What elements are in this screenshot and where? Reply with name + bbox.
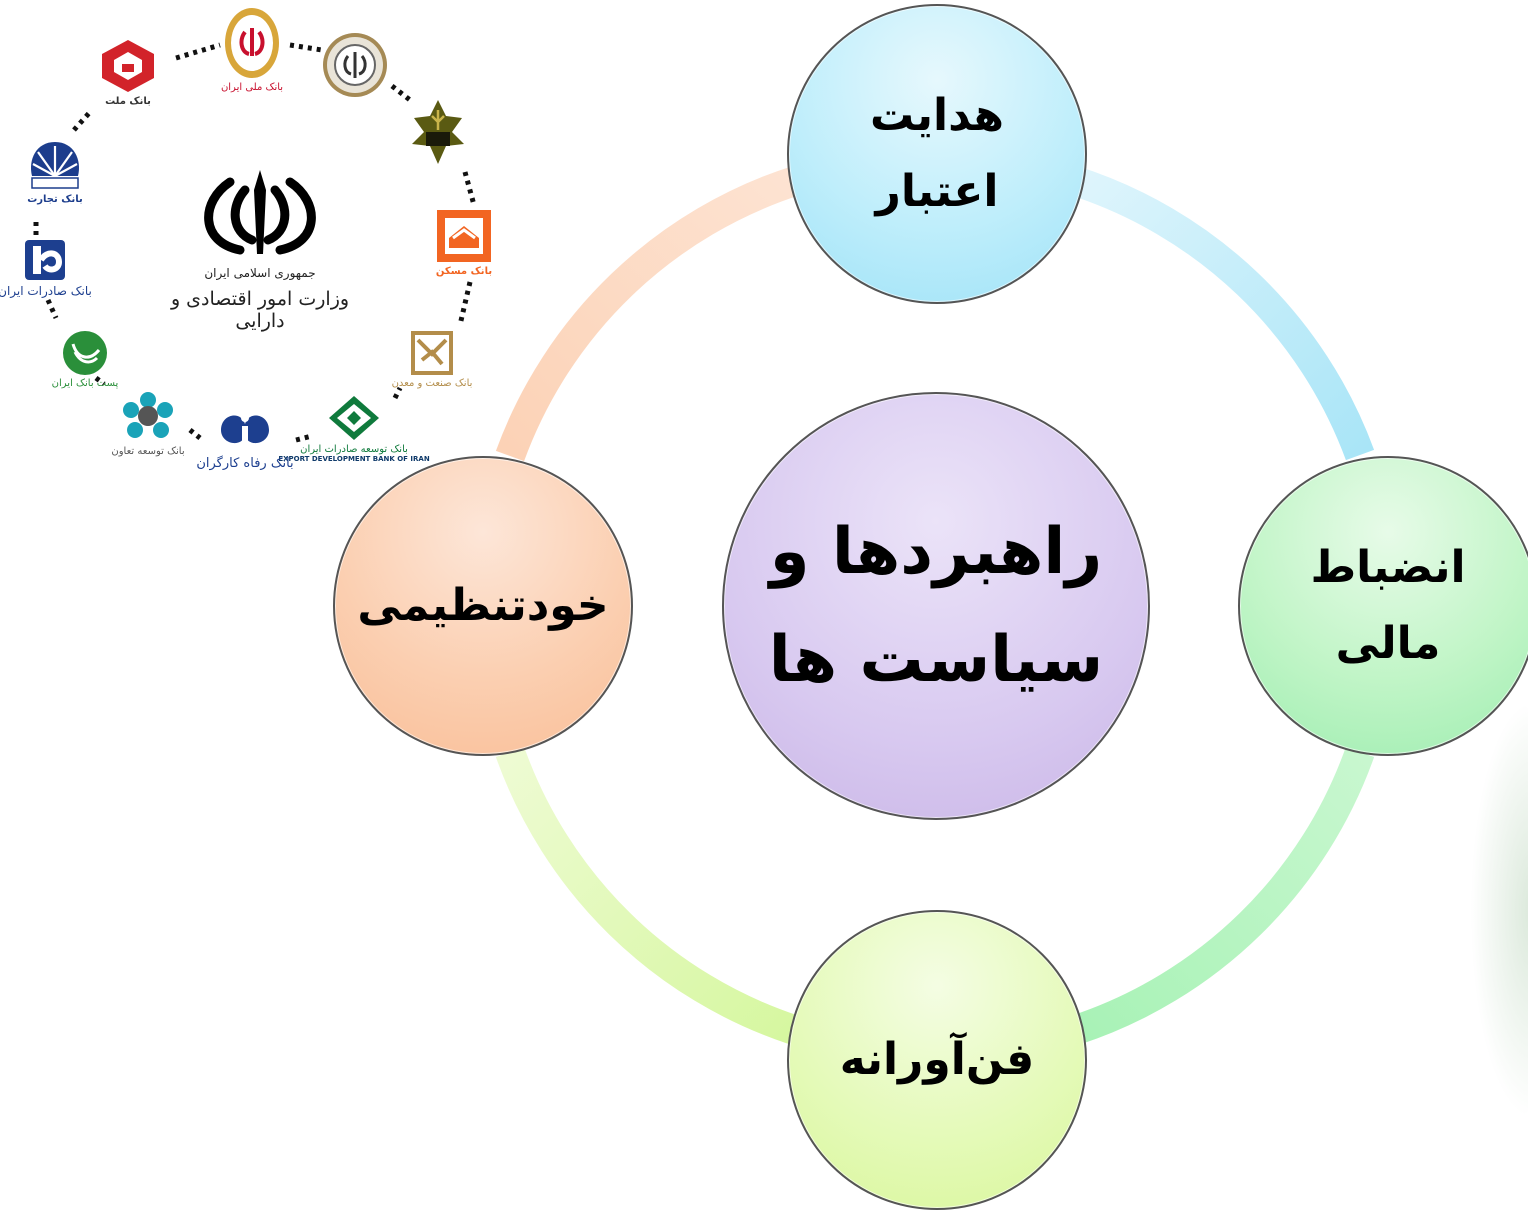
bank-caption: بانک تجارت [27, 194, 83, 205]
bank-caption: پست بانک ایران [51, 378, 119, 389]
keshavarzi-icon [412, 100, 464, 164]
node-label-line: سیاست ها [768, 623, 1104, 697]
bank-caption: بانک توسعه تعاون [111, 446, 185, 457]
sepah-icon [323, 33, 387, 97]
bank-caption: بانک مسکن [435, 266, 493, 277]
logo-ring-dots [33, 42, 477, 443]
node-financial-discipline: انضباط مالی [1238, 456, 1528, 756]
logo-bank-edbi: بانک توسعه صادرات ایران EXPORT DEVELOPME… [278, 394, 430, 463]
node-label-line: انضباط [1310, 542, 1466, 593]
node-label-line: خودتنظیمی [357, 580, 609, 631]
node-label-line: هدایت [869, 90, 1005, 141]
logo-bank-tejarat: بانک تجارت [22, 138, 88, 205]
bank-caption: بانک توسعه صادرات ایران [300, 444, 408, 455]
node-fintech: فن‌آورانه [787, 910, 1087, 1210]
edbi-icon [329, 396, 379, 440]
node-self-regulation: خودتنظیمی [333, 456, 633, 756]
node-label-line: اعتبار [875, 166, 999, 217]
iran-emblem-icon [204, 170, 316, 255]
logo-bank-refah: بانک رفاه کارگران [196, 404, 294, 471]
node-label-line: مالی [1335, 618, 1441, 669]
maskan-icon [437, 210, 491, 262]
saderat-icon [25, 240, 65, 280]
ring-arc-left-top [495, 165, 803, 462]
node-strategies-policies: راهبردها و سیاست ها [722, 392, 1150, 820]
node-credit-guidance: هدایت اعتبار [787, 4, 1087, 304]
ring-arc-top-right [1067, 165, 1375, 461]
melli-icon [225, 8, 279, 78]
bank-caption: بانک صادرات ایران [0, 284, 92, 298]
sanat-icon [411, 331, 453, 375]
postbank-icon [63, 331, 107, 375]
tejarat-icon [30, 142, 80, 189]
bank-caption-en: EXPORT DEVELOPMENT BANK OF IRAN [278, 455, 430, 463]
taavon-icon [123, 392, 173, 438]
logo-bank-keshavarzi [406, 96, 470, 168]
ring-arc-right-bottom [1071, 746, 1375, 1045]
ministry-line1: جمهوری اسلامی ایران [204, 266, 316, 280]
ring-arc-bottom-left [495, 746, 799, 1045]
logo-bank-sanat-madan: بانک صنعت و معدن [384, 330, 480, 389]
ministry-line2: وزارت امور اقتصادی و دارایی [170, 288, 350, 332]
logo-bank-melli: بانک ملی ایران [220, 6, 284, 93]
node-label-line: فن‌آورانه [839, 1034, 1035, 1085]
mellat-icon [102, 40, 154, 92]
ministry-emblem: جمهوری اسلامی ایران وزارت امور اقتصادی و… [160, 162, 360, 332]
bank-caption: بانک ملت [105, 96, 151, 107]
logo-bank-maskan: بانک مسکن [432, 208, 496, 277]
refah-icon [221, 414, 269, 444]
node-label-line: راهبردها و [769, 515, 1103, 589]
logo-bank-saderat: بانک صادرات ایران [0, 238, 92, 298]
bank-caption: بانک رفاه کارگران [196, 456, 294, 471]
logo-bank-taavon: بانک توسعه تعاون [111, 392, 185, 457]
logo-bank-mellat: بانک ملت [96, 38, 160, 107]
logo-post-bank: پست بانک ایران [52, 330, 118, 389]
bank-caption: بانک صنعت و معدن [391, 378, 473, 389]
logo-bank-sepah [322, 28, 388, 102]
bank-caption: بانک ملی ایران [220, 82, 284, 93]
logo-ring [33, 42, 477, 443]
